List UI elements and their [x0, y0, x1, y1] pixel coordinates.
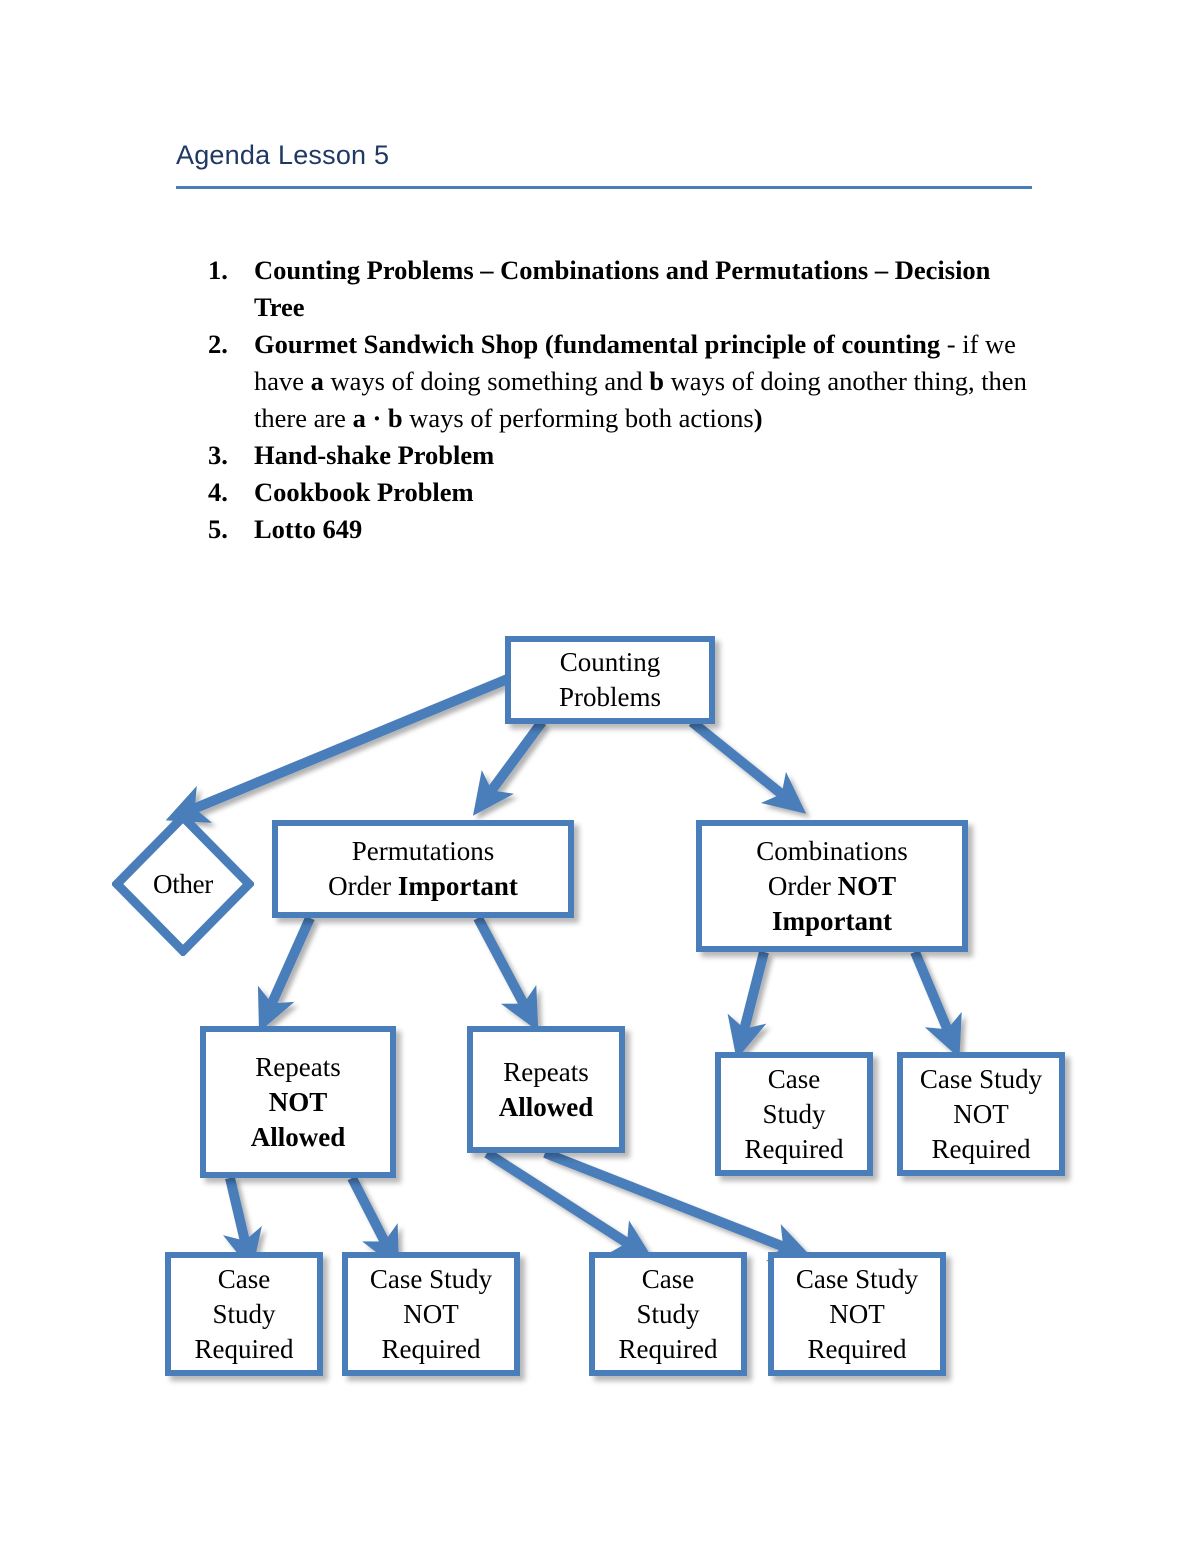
node-line-1: Case	[767, 1063, 821, 1094]
node-line-1: Repeats	[255, 1051, 341, 1082]
node-line-3-emphasis: Important	[771, 905, 892, 936]
node-line-1: Case Study	[795, 1263, 919, 1294]
node-line-3-emphasis: Allowed	[250, 1121, 346, 1152]
node-repeats-allowed-case-study-required[interactable]: Case Study Required	[589, 1252, 747, 1376]
list-item-text: Gourmet Sandwich Shop (fundamental princ…	[254, 326, 1038, 437]
list-item-bold-lead: Gourmet Sandwich Shop (fundamental princ…	[254, 329, 941, 359]
list-item-number: 3.	[208, 440, 228, 470]
node-line-2: NOT	[829, 1298, 885, 1329]
node-line-2: NOT	[953, 1098, 1009, 1129]
node-line-3: Required	[381, 1333, 481, 1364]
node-line-1: Combinations	[756, 835, 908, 866]
list-item: 4. Cookbook Problem	[208, 474, 1038, 511]
node-line-3: Required	[744, 1133, 844, 1164]
title-divider	[176, 186, 1032, 189]
node-line-1: Permutations	[351, 836, 495, 866]
node-repeats-allowed-case-study-not-required[interactable]: Case Study NOT Required	[768, 1252, 946, 1376]
list-item-mid: ways of doing something and	[323, 366, 650, 396]
agenda-list: 1. Counting Problems – Combinations and …	[208, 252, 1038, 548]
node-repeats-not-allowed-case-study-not-required[interactable]: Case Study NOT Required	[342, 1252, 520, 1376]
node-line-1: Case Study	[919, 1063, 1043, 1094]
node-other-label: Other	[153, 868, 213, 899]
connector-repeats-not-allowed-to-case-required	[222, 1176, 262, 1272]
connector-root-to-permutations	[472, 719, 547, 816]
node-other[interactable]: Other	[112, 812, 254, 956]
connector-repeats-not-allowed-to-case-not-required	[347, 1175, 400, 1270]
list-item-text: Counting Problems – Combinations and Per…	[254, 255, 991, 322]
list-item-number: 4.	[208, 477, 228, 507]
list-item-number: 2.	[208, 329, 228, 359]
connector-combinations-to-case-required	[727, 950, 769, 1060]
list-item: 3. Hand-shake Problem	[208, 437, 1038, 474]
closing-paren: )	[753, 403, 763, 433]
connector-repeats-allowed-to-case-required	[484, 1148, 654, 1260]
node-line-1: Case	[641, 1263, 695, 1294]
list-item-number: 1.	[208, 255, 228, 285]
list-item-text: Hand-shake Problem	[254, 440, 495, 470]
node-repeats-not-allowed-case-study-required[interactable]: Case Study Required	[165, 1252, 323, 1376]
node-line-1: Case	[217, 1263, 271, 1294]
page-title: Agenda Lesson 5	[176, 140, 390, 170]
node-line-2: Study	[212, 1298, 276, 1329]
connector-permutations-to-repeats-allowed	[473, 915, 539, 1032]
node-repeats-not-allowed[interactable]: Repeats NOT Allowed	[200, 1026, 396, 1178]
node-line-3: Required	[194, 1333, 294, 1364]
product-expression: a · b	[352, 403, 403, 433]
list-item-tail: ways of performing both actions	[402, 403, 754, 433]
node-combinations-case-study-not-required[interactable]: Case Study NOT Required	[897, 1052, 1065, 1176]
list-item-number: 5.	[208, 514, 228, 544]
node-line-3: Required	[931, 1133, 1031, 1164]
variable-a: a	[310, 366, 324, 396]
node-line-2: Study	[636, 1298, 700, 1329]
list-item: 2. Gourmet Sandwich Shop (fundamental pr…	[208, 326, 1038, 437]
list-item-text: Cookbook Problem	[254, 477, 474, 507]
connector-combinations-to-case-not-required	[910, 950, 962, 1059]
node-line-1: Counting	[559, 647, 661, 677]
node-line-2-prefix: Order	[328, 871, 398, 901]
node-line-1: Case Study	[369, 1263, 493, 1294]
list-item-text: Lotto 649	[254, 514, 363, 544]
diamond-shape-icon	[112, 812, 254, 956]
node-line-3: Required	[807, 1333, 907, 1364]
connector-repeats-allowed-to-case-not-required	[543, 1148, 813, 1262]
node-combinations-case-study-required[interactable]: Case Study Required	[715, 1052, 873, 1176]
node-line-3: Required	[618, 1333, 718, 1364]
variable-b: b	[649, 366, 664, 396]
node-line-2: Study	[762, 1098, 826, 1129]
node-line-2-emphasis: NOT	[268, 1086, 328, 1117]
node-line-2-emphasis: Important	[397, 871, 518, 901]
node-line-2-emphasis: Allowed	[498, 1091, 594, 1122]
node-line-2: Problems	[558, 682, 661, 712]
node-permutations[interactable]: Permutations Order Important	[272, 820, 574, 918]
list-item-connector: - if we have	[254, 329, 1016, 396]
node-counting-problems[interactable]: Counting Problems	[505, 636, 715, 724]
node-line-2-prefix: Order	[767, 870, 838, 901]
node-repeats-allowed[interactable]: Repeats Allowed	[467, 1026, 625, 1153]
node-line-2: NOT	[403, 1298, 459, 1329]
node-combinations[interactable]: Combinations Order NOT Important	[696, 820, 968, 952]
node-line-1: Repeats	[503, 1056, 589, 1087]
node-line-2-emphasis: NOT	[837, 870, 897, 901]
connector-permutations-to-repeats-not-allowed	[257, 915, 315, 1033]
list-item: 1. Counting Problems – Combinations and …	[208, 252, 1038, 326]
list-item: 5. Lotto 649	[208, 511, 1038, 548]
connector-root-to-other	[165, 673, 512, 823]
connector-root-to-combinations	[688, 718, 807, 814]
list-item-mid2: ways of doing another thing, then there …	[254, 366, 1027, 433]
